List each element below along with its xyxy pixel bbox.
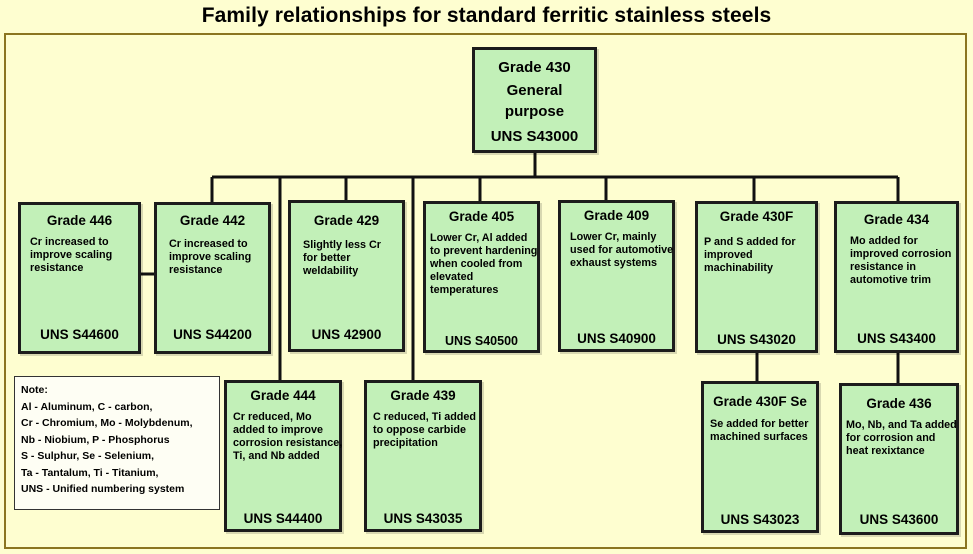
grade-430fse-uns: UNS S43023 <box>720 512 800 527</box>
grade-436-box: Grade 436 Mo, Nb, and Ta added for corro… <box>839 383 959 535</box>
grade-430-desc-line2: purpose <box>504 103 565 120</box>
grade-429-label: Grade 429 <box>313 213 380 228</box>
grade-446-desc: Cr increased to improve scaling resistan… <box>30 236 113 274</box>
grade-429-desc: Slightly less Cr for better weldability <box>303 239 382 277</box>
grade-405-desc: Lower Cr, Al added to prevent hardening … <box>430 232 538 296</box>
grade-444-label: Grade 444 <box>250 388 316 403</box>
abbreviation-note: Note: Al - Aluminum, C - carbon, Cr - Ch… <box>14 376 220 510</box>
note-line: Nb - Niobium, P - Phosphorus <box>21 433 170 446</box>
grade-439-label: Grade 439 <box>390 388 456 403</box>
grade-430fse-desc: Se added for better machined surfaces <box>710 418 809 443</box>
grade-430fse-box: Grade 430F Se Se added for better machin… <box>701 381 819 533</box>
grade-446-box: Grade 446 Cr increased to improve scalin… <box>18 202 141 354</box>
grade-442-desc: Cr increased to improve scaling resistan… <box>169 238 252 276</box>
grade-409-desc: Lower Cr, mainly used for automotive exh… <box>570 231 674 269</box>
grade-430f-box: Grade 430F P and S added for improved ma… <box>695 201 818 353</box>
grade-430-label: Grade 430 <box>498 59 571 76</box>
grade-434-uns: UNS S43400 <box>857 331 936 346</box>
grade-436-desc: Mo, Nb, and Ta added for corrosion and h… <box>846 419 957 457</box>
grade-430-uns: UNS S43000 <box>490 128 579 145</box>
grade-430f-label: Grade 430F <box>719 209 794 224</box>
grade-409-uns: UNS S40900 <box>577 331 656 346</box>
grade-430f-desc: P and S added for improved machinability <box>704 236 796 274</box>
grade-429-box: Grade 429 Slightly less Cr for better we… <box>288 200 405 352</box>
grade-444-uns: UNS S44400 <box>243 511 323 526</box>
grade-434-desc: Mo added for improved corrosion resistan… <box>850 235 952 286</box>
grade-430-desc-line1: General <box>506 82 563 99</box>
grade-439-desc: C reduced, Ti added to oppose carbide pr… <box>373 411 476 449</box>
grade-429-uns: UNS 42900 <box>311 327 382 342</box>
grade-405-uns: UNS S40500 <box>445 334 518 348</box>
grade-436-uns: UNS S43600 <box>859 512 939 527</box>
grade-442-box: Grade 442 Cr increased to improve scalin… <box>154 202 271 354</box>
grade-430f-uns: UNS S43020 <box>717 332 796 347</box>
grade-439-uns: UNS S43035 <box>383 511 463 526</box>
note-heading: Note: <box>21 384 48 396</box>
grade-446-uns: UNS S44600 <box>40 327 119 342</box>
note-line: UNS - Unified numbering system <box>21 483 185 495</box>
grade-444-box: Grade 444 Cr reduced, Mo added to improv… <box>224 380 342 532</box>
grade-409-label: Grade 409 <box>583 208 650 223</box>
note-line: Al - Aluminum, C - carbon, <box>21 400 153 413</box>
grade-436-label: Grade 436 <box>866 396 932 411</box>
grade-439-box: Grade 439 C reduced, Ti added to oppose … <box>364 380 482 532</box>
grade-409-box: Grade 409 Lower Cr, mainly used for auto… <box>558 200 675 352</box>
grade-446-label: Grade 446 <box>46 213 113 228</box>
grade-444-desc: Cr reduced, Mo added to improve corrosio… <box>233 411 343 462</box>
grade-430fse-label: Grade 430F Se <box>713 394 807 409</box>
grade-405-box: Grade 405 Lower Cr, Al added to prevent … <box>423 201 540 353</box>
grade-442-uns: UNS S44200 <box>173 327 252 342</box>
grade-434-label: Grade 434 <box>863 212 930 227</box>
grade-405-label: Grade 405 <box>448 209 515 224</box>
note-line: S - Sulphur, Se - Selenium, <box>21 450 155 462</box>
grade-430-box: Grade 430 General purpose UNS S43000 <box>472 47 597 153</box>
diagram-title: Family relationships for standard ferrit… <box>201 4 772 27</box>
note-line: Ta - Tantalum, Ti - Titanium, <box>21 466 159 479</box>
note-line: Cr - Chromium, Mo - Molybdenum, <box>21 417 193 429</box>
grade-442-label: Grade 442 <box>179 213 246 228</box>
grade-434-box: Grade 434 Mo added for improved corrosio… <box>834 201 959 353</box>
